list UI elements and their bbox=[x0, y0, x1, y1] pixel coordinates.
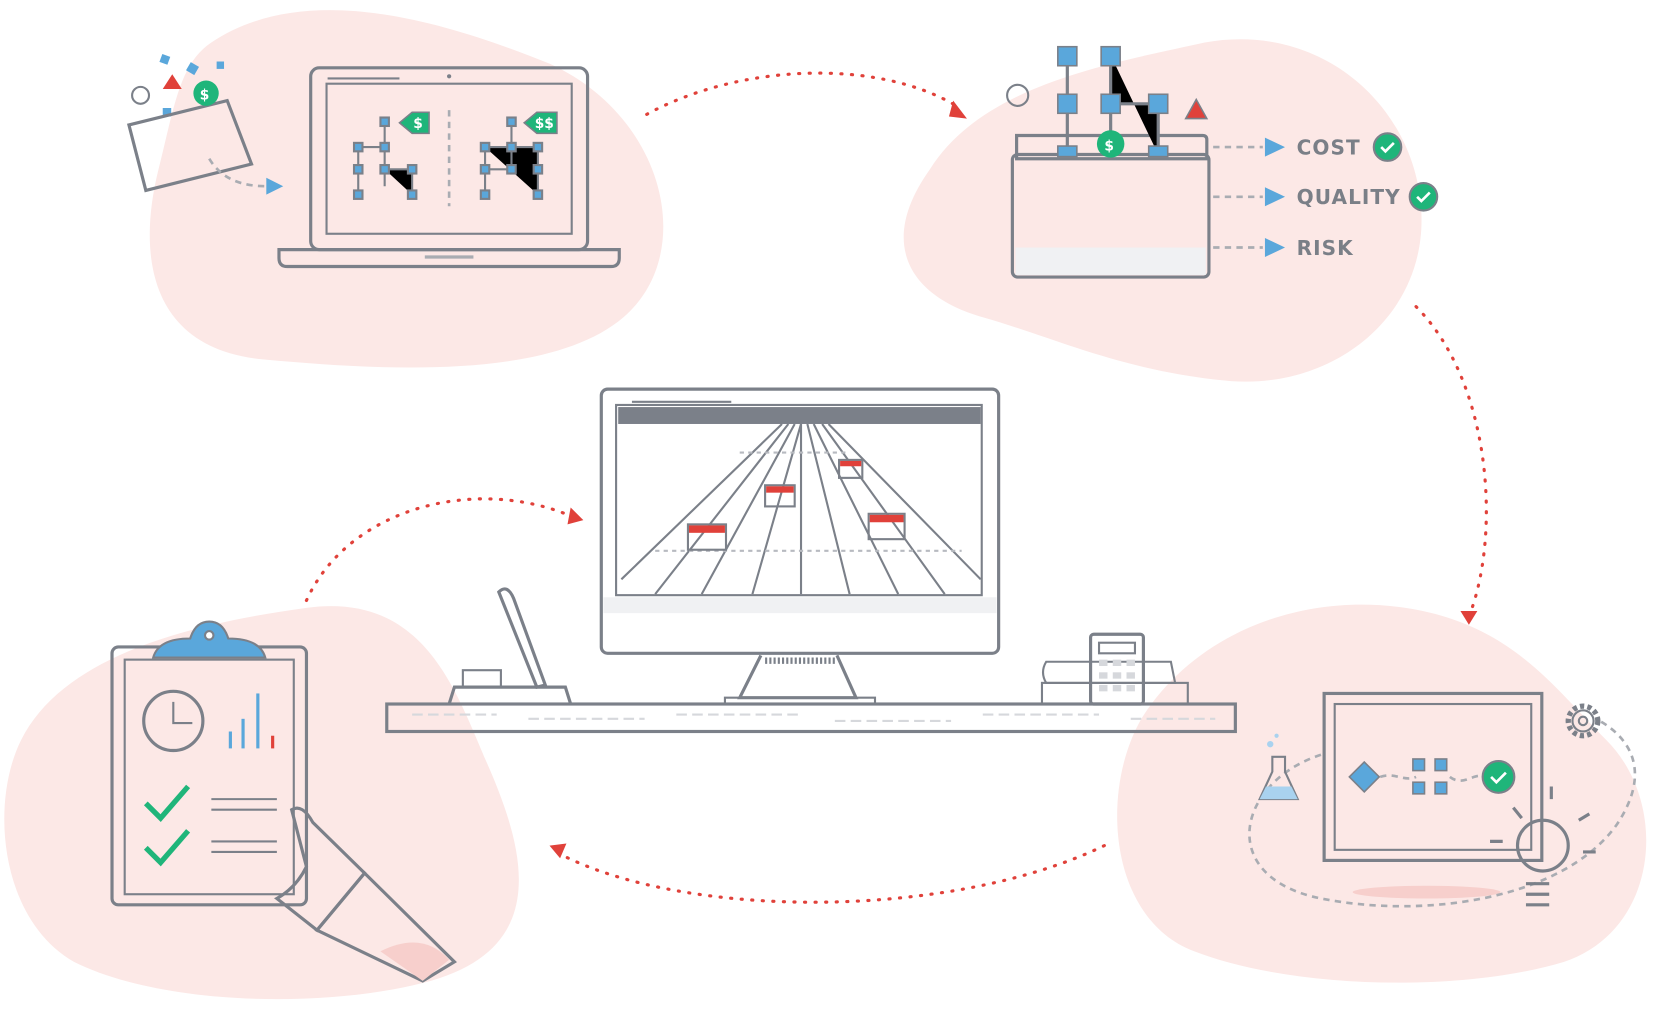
check-icon bbox=[1372, 132, 1403, 162]
criterion-label: QUALITY bbox=[1297, 185, 1401, 209]
bar-chart-icon bbox=[228, 693, 275, 749]
laptop-icon: $ $$ bbox=[277, 66, 621, 269]
criterion-cost: COST bbox=[1213, 132, 1403, 162]
criterion-quality: QUALITY bbox=[1213, 181, 1439, 212]
books-calculator-icon bbox=[1040, 632, 1189, 706]
price-tag-right: $$ bbox=[535, 116, 554, 132]
blob-bottom-right bbox=[1117, 604, 1647, 983]
lightbulb-icon bbox=[1006, 83, 1030, 107]
milestone-flags bbox=[686, 458, 906, 551]
blob-top-right bbox=[903, 39, 1422, 382]
criterion-label: COST bbox=[1297, 136, 1361, 160]
desk bbox=[385, 702, 1237, 734]
clock-icon bbox=[142, 689, 205, 753]
gear-icon bbox=[1565, 703, 1601, 739]
criterion-label: RISK bbox=[1297, 236, 1355, 260]
criterion-risk: RISK bbox=[1213, 236, 1355, 260]
calculator-icon bbox=[1088, 632, 1145, 706]
roadmap-lanes bbox=[620, 423, 982, 595]
evaluation-folder-icon: $ bbox=[1006, 45, 1211, 279]
flask-icon bbox=[1258, 733, 1300, 801]
lightbulb-icon bbox=[131, 85, 151, 105]
check-icon bbox=[1481, 760, 1516, 794]
warning-icon bbox=[162, 74, 182, 89]
check-icon bbox=[1408, 181, 1439, 212]
coin-label: $ bbox=[200, 88, 210, 104]
clipboard-icon bbox=[110, 620, 457, 983]
check-icon bbox=[143, 784, 191, 867]
coin-label: $ bbox=[1104, 138, 1114, 154]
flow-arrows bbox=[304, 71, 1488, 904]
pen-icon bbox=[496, 587, 548, 689]
pen-holder-icon bbox=[447, 587, 573, 705]
price-tag-left: $ bbox=[413, 116, 423, 132]
monitor-icon bbox=[599, 387, 1001, 706]
whiteboard-icon bbox=[1248, 691, 1637, 908]
lightbulb-icon bbox=[1490, 786, 1596, 907]
warning-icon bbox=[1184, 97, 1209, 120]
org-chart-icon bbox=[352, 116, 544, 200]
money-folder-icon: $ bbox=[126, 53, 284, 195]
criteria-list: COST QUALITY RISK bbox=[1213, 132, 1439, 260]
blob-bottom-left bbox=[4, 606, 519, 1000]
